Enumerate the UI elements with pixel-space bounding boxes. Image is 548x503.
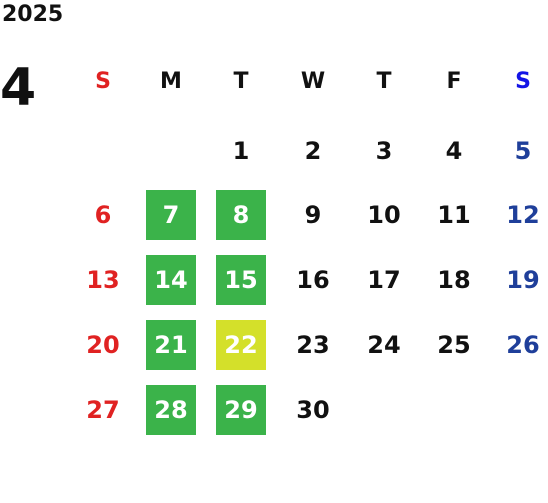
day-cell-5[interactable]: 5 [514, 137, 532, 165]
day-cell-4[interactable]: 4 [445, 137, 463, 165]
day-cell-28[interactable]: 28 [146, 385, 196, 435]
day-cell-23[interactable]: 23 [296, 331, 330, 359]
day-cell-26[interactable]: 26 [506, 331, 540, 359]
weekday-header-sat: S [515, 68, 531, 94]
month-label: 4 [0, 58, 37, 118]
day-cell-27[interactable]: 27 [86, 396, 120, 424]
day-cell-6[interactable]: 6 [94, 201, 112, 229]
day-cell-9[interactable]: 9 [304, 201, 322, 229]
weekday-header-thu: T [376, 68, 392, 94]
day-cell-7[interactable]: 7 [146, 190, 196, 240]
day-cell-21[interactable]: 21 [146, 320, 196, 370]
day-cell-14[interactable]: 14 [146, 255, 196, 305]
day-cell-25[interactable]: 25 [437, 331, 471, 359]
day-cell-29[interactable]: 29 [216, 385, 266, 435]
day-cell-18[interactable]: 18 [437, 266, 471, 294]
day-cell-8[interactable]: 8 [216, 190, 266, 240]
weekday-header-wed: W [300, 68, 326, 94]
day-cell-1[interactable]: 1 [232, 137, 250, 165]
day-cell-30[interactable]: 30 [296, 396, 330, 424]
weekday-header-tue: T [233, 68, 249, 94]
day-cell-15[interactable]: 15 [216, 255, 266, 305]
day-cell-13[interactable]: 13 [86, 266, 120, 294]
weekday-header-mon: M [160, 68, 182, 94]
day-cell-24[interactable]: 24 [367, 331, 401, 359]
day-cell-22[interactable]: 22 [216, 320, 266, 370]
day-cell-20[interactable]: 20 [86, 331, 120, 359]
day-cell-12[interactable]: 12 [506, 201, 540, 229]
day-cell-19[interactable]: 19 [506, 266, 540, 294]
day-cell-17[interactable]: 17 [367, 266, 401, 294]
day-cell-3[interactable]: 3 [375, 137, 393, 165]
day-cell-16[interactable]: 16 [296, 266, 330, 294]
weekday-header-sun: S [95, 68, 111, 94]
day-cell-10[interactable]: 10 [367, 201, 401, 229]
weekday-header-fri: F [446, 68, 462, 94]
day-cell-11[interactable]: 11 [437, 201, 471, 229]
day-cell-2[interactable]: 2 [304, 137, 322, 165]
year-label: 2025 [2, 2, 64, 27]
